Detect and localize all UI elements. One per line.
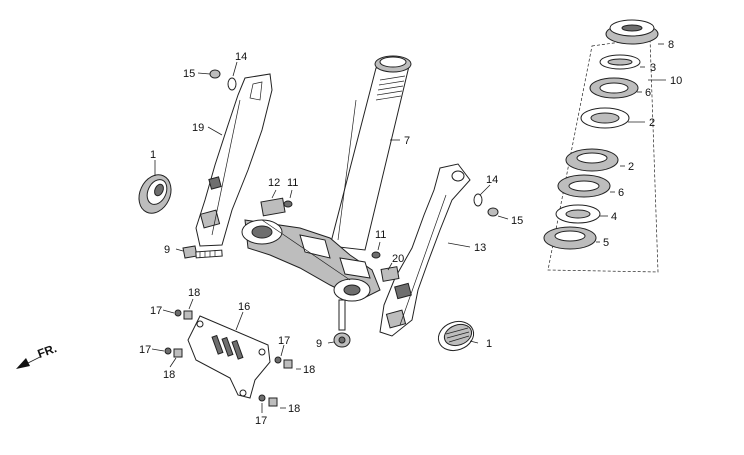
lower-steering-guard	[187, 315, 271, 399]
callout-18-d: 18	[288, 403, 300, 415]
callout-1-left: 1	[150, 149, 156, 161]
callout-19: 19	[192, 122, 204, 134]
callout-3: 3	[650, 62, 656, 74]
fasteners-14-15	[209, 69, 499, 217]
steering-stem-tube	[329, 55, 412, 251]
callout-15-right: 15	[511, 215, 523, 227]
fasteners-17-18	[164, 309, 293, 407]
callout-14-right: 14	[486, 174, 498, 186]
right-fork-cap	[437, 320, 475, 352]
leader-lines	[151, 43, 666, 413]
callout-2-bottom: 2	[628, 161, 634, 173]
front-direction-arrow	[16, 356, 41, 369]
callout-9-left: 9	[164, 244, 170, 256]
front-direction-label: FR.	[36, 341, 59, 361]
callout-17-b: 17	[139, 344, 151, 356]
callout-8: 8	[668, 39, 674, 51]
callout-4: 4	[611, 211, 617, 223]
callout-5: 5	[603, 237, 609, 249]
callout-20: 20	[392, 253, 404, 265]
callout-18-a: 18	[188, 287, 200, 299]
callout-18-b: 18	[163, 369, 175, 381]
bottom-bolt	[333, 299, 351, 348]
callout-11-top: 11	[287, 177, 298, 189]
steering-lower-bracket	[241, 219, 381, 302]
clamp-hardware	[260, 197, 400, 282]
callout-17-a: 17	[150, 305, 162, 317]
callout-14-left: 14	[235, 51, 247, 63]
callout-6-top: 6	[645, 87, 651, 99]
callout-13: 13	[474, 242, 486, 254]
callout-10: 10	[670, 75, 682, 87]
right-fork-cover	[379, 163, 471, 337]
callout-6-bottom: 6	[618, 187, 624, 199]
callout-18-c: 18	[303, 364, 315, 376]
long-bolt	[182, 245, 223, 259]
left-fork-cap	[138, 174, 172, 214]
callout-17-d: 17	[255, 415, 267, 427]
callout-11-mid: 11	[375, 229, 386, 241]
callout-16: 16	[238, 301, 250, 313]
callout-1-right: 1	[486, 338, 492, 350]
callout-9-bottom: 9	[316, 338, 322, 350]
callout-17-c: 17	[278, 335, 290, 347]
callout-numbers: 1 1 2 2 3 4 5 6 6 7 8 9 9 10 11 11 12 13…	[36, 39, 683, 427]
callout-7: 7	[404, 135, 410, 147]
left-fork-cover	[195, 73, 273, 247]
callout-2-top: 2	[649, 117, 655, 129]
callout-15-left: 15	[183, 68, 195, 80]
bearing-kit-group	[543, 19, 659, 273]
callout-12: 12	[268, 177, 280, 189]
